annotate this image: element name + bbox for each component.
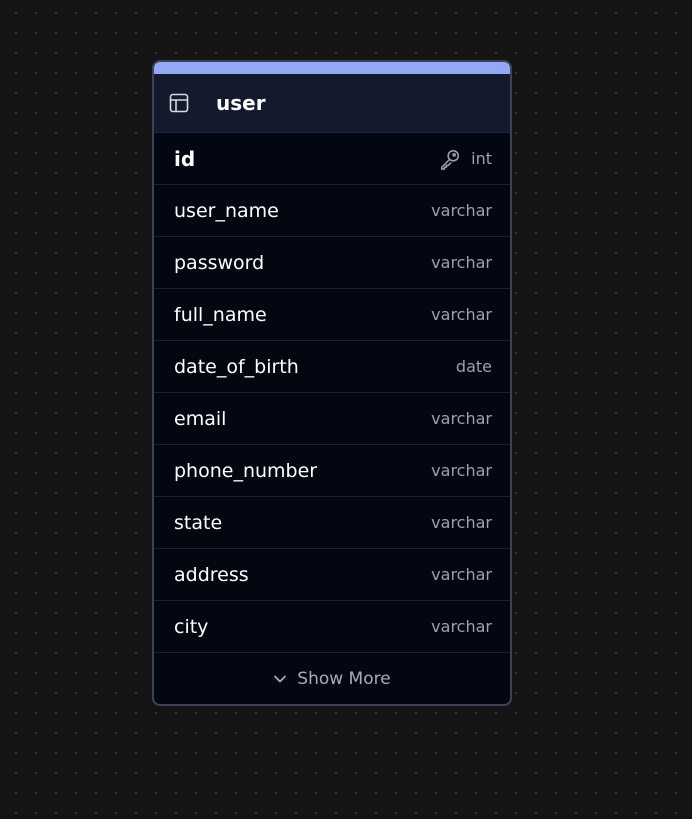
column-row[interactable]: city varchar [154, 601, 510, 653]
key-icon [439, 148, 461, 170]
column-row[interactable]: state varchar [154, 497, 510, 549]
column-type: varchar [431, 253, 492, 272]
table-node-user[interactable]: user id int user_name varchar password [152, 60, 512, 706]
chevron-down-icon [273, 672, 287, 686]
column-type: varchar [431, 201, 492, 220]
column-name: password [174, 251, 265, 274]
column-name: user_name [174, 199, 279, 222]
column-row[interactable]: address varchar [154, 549, 510, 601]
column-row[interactable]: id int [154, 133, 510, 185]
column-name: date_of_birth [174, 355, 299, 378]
column-type: varchar [431, 617, 492, 636]
column-name: state [174, 511, 223, 534]
column-row[interactable]: password varchar [154, 237, 510, 289]
table-header[interactable]: user [154, 74, 510, 133]
show-more-button[interactable]: Show More [154, 653, 510, 704]
column-type: int [471, 149, 492, 168]
column-type: varchar [431, 513, 492, 532]
column-list: id int user_name varchar password varcha… [154, 133, 510, 653]
column-row[interactable]: phone_number varchar [154, 445, 510, 497]
column-name: full_name [174, 303, 267, 326]
column-row[interactable]: user_name varchar [154, 185, 510, 237]
column-type: varchar [431, 409, 492, 428]
show-more-label: Show More [297, 669, 391, 689]
column-name: address [174, 563, 249, 586]
table-icon [169, 93, 189, 113]
column-name: email [174, 407, 227, 430]
column-name: city [174, 615, 209, 638]
column-type: varchar [431, 565, 492, 584]
table-accent-bar [154, 62, 510, 74]
column-type: varchar [431, 461, 492, 480]
column-name: phone_number [174, 459, 318, 482]
column-row[interactable]: email varchar [154, 393, 510, 445]
column-type: date [455, 357, 492, 376]
column-row[interactable]: full_name varchar [154, 289, 510, 341]
column-row[interactable]: date_of_birth date [154, 341, 510, 393]
column-type-group: int [439, 148, 492, 170]
column-type: varchar [431, 305, 492, 324]
column-name: id [174, 146, 196, 171]
table-title: user [216, 91, 266, 115]
